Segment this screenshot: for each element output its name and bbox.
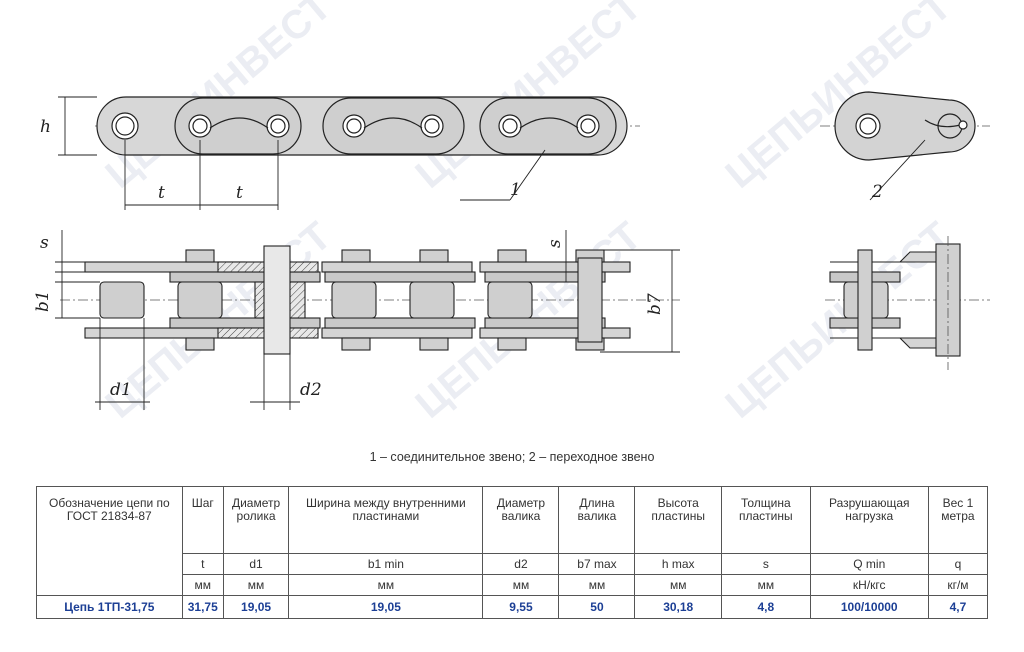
- label-t-2: t: [236, 183, 243, 203]
- header-roller-diameter: Диаметр ролика: [222, 486, 290, 554]
- table-row: Цепь 1ТП-31,75 31,75 19,05 19,05 9,55 50…: [36, 595, 989, 619]
- callout-2: 2: [871, 182, 883, 202]
- symbol-cell: t: [181, 553, 224, 575]
- header-pin-length: Длина валика: [558, 486, 636, 554]
- symbol-cell: d1: [222, 553, 290, 575]
- header-plate-thickness: Толщина пластины: [720, 486, 811, 554]
- label-t-1: t: [158, 183, 165, 203]
- header-breaking-load: Разрушающая нагрузка: [809, 486, 929, 554]
- unit-cell: кг/м: [927, 574, 989, 596]
- unit-cell: кН/кгс: [809, 574, 929, 596]
- transition-link-plan-view: [825, 236, 990, 370]
- value-cell: 50: [558, 595, 636, 619]
- label-s-2: s: [545, 239, 565, 248]
- symbol-cell: Q min: [809, 553, 929, 575]
- header-weight: Вес 1 метра: [927, 486, 989, 554]
- symbol-row: t d1 b1 min d2 b7 max h max s Q min q: [37, 553, 989, 575]
- specification-table: Обозначение цепи по ГОСТ 21834-87 Шаг Ди…: [36, 486, 989, 619]
- header-pin-diameter: Диаметр валика: [482, 486, 560, 554]
- unit-row: мм мм мм мм мм мм мм кН/кгс кг/м: [37, 574, 989, 596]
- header-chain-designation: Обозначение цепи по ГОСТ 21834-87: [36, 486, 183, 596]
- unit-cell: мм: [634, 574, 722, 596]
- callout-1: 1: [510, 180, 521, 200]
- label-s-1: s: [40, 233, 49, 253]
- header-pitch: Шаг: [181, 486, 224, 554]
- value-cell: 9,55: [482, 595, 560, 619]
- symbol-cell: q: [927, 553, 989, 575]
- symbol-cell: h max: [634, 553, 722, 575]
- symbol-cell: b1 min: [288, 553, 484, 575]
- unit-cell: мм: [181, 574, 224, 596]
- symbol-cell: s: [720, 553, 811, 575]
- top-view-dimensions: [58, 96, 546, 210]
- value-cell: 30,18: [634, 595, 722, 619]
- symbol-cell: d2: [482, 553, 560, 575]
- header-row: Обозначение цепи по ГОСТ 21834-87 Шаг Ди…: [36, 486, 989, 596]
- label-d1: d1: [110, 380, 132, 400]
- value-cell: 19,05: [222, 595, 290, 619]
- watermark: ЦЕПЬИНВЕСТ ЦЕПЬИНВЕСТ ЦЕПЬИНВЕСТ ЦЕПЬИНВ…: [98, 0, 960, 427]
- label-d2: d2: [300, 380, 322, 400]
- figure-caption: 1 – соединительное звено; 2 – переходное…: [369, 450, 655, 464]
- unit-cell: мм: [482, 574, 560, 596]
- unit-cell: мм: [720, 574, 811, 596]
- unit-cell: мм: [558, 574, 636, 596]
- symbol-cell: b7 max: [558, 553, 636, 575]
- unit-cell: мм: [288, 574, 484, 596]
- value-cell: 19,05: [288, 595, 484, 619]
- value-cell: 4,8: [720, 595, 811, 619]
- unit-cell: мм: [222, 574, 290, 596]
- value-cell: 4,7: [927, 595, 989, 619]
- header-plate-height: Высота пластины: [634, 486, 722, 554]
- chain-plan-view: [60, 245, 680, 355]
- value-cell: 31,75: [181, 595, 224, 619]
- chain-technical-drawing: ЦЕПЬИНВЕСТ ЦЕПЬИНВЕСТ ЦЕПЬИНВЕСТ ЦЕПЬИНВ…: [33, 0, 990, 427]
- chain-designation-cell: Цепь 1ТП-31,75: [36, 595, 183, 619]
- transition-link-side-view: [820, 91, 990, 201]
- value-cell: 100/10000: [809, 595, 929, 619]
- chain-side-view: [95, 96, 640, 156]
- label-b1: b1: [33, 290, 53, 312]
- label-b7: b7: [645, 293, 665, 315]
- plan-view-dimensions: [55, 230, 680, 410]
- header-inner-width: Ширина между внутренними пластинами: [288, 486, 484, 554]
- label-h: h: [40, 117, 51, 137]
